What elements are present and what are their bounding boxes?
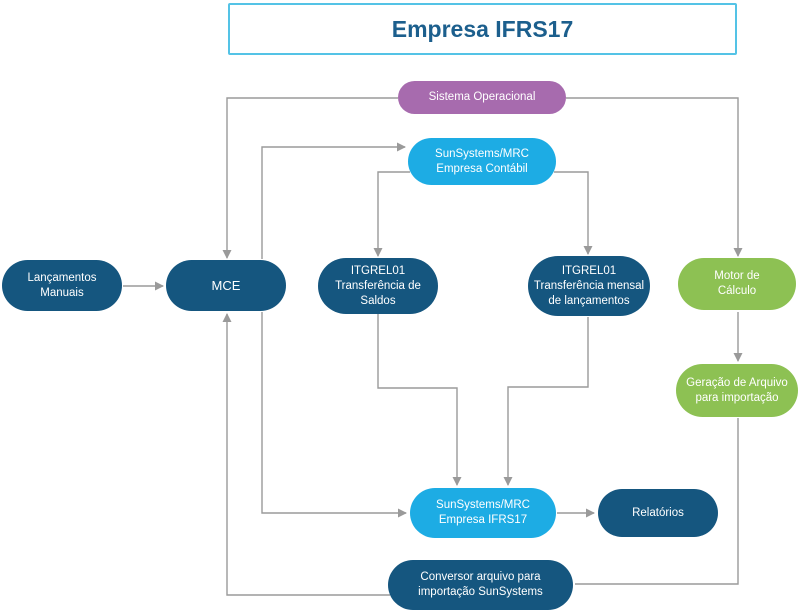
node-conversor-arquivo: Conversor arquivo para importação SunSys… xyxy=(388,560,573,610)
edge-mce-to-ifrs17 xyxy=(261,312,407,518)
node-label: SunSystems/MRC Empresa IFRS17 xyxy=(436,499,530,526)
node-itgrel01-transferencia-saldos: ITGREL01 Transferência de Saldos xyxy=(318,258,438,314)
node-label: Conversor arquivo para importação SunSys… xyxy=(418,571,543,598)
edge-mce-to-contabil xyxy=(261,142,406,259)
edge-sistema-to-mce xyxy=(222,97,398,259)
node-itgrel01-transferencia-mensal: ITGREL01 Transferência mensal de lançame… xyxy=(528,256,650,316)
diagram-title: Empresa IFRS17 xyxy=(391,15,574,42)
edge-conversor-to-mce xyxy=(222,313,390,596)
node-motor-de-calculo: Motor de Cálculo xyxy=(678,258,796,310)
node-label: ITGREL01 Transferência mensal de lançame… xyxy=(533,264,645,307)
edge-mensal-to-ifrs17 xyxy=(503,317,589,486)
node-sistema-operacional: Sistema Operacional xyxy=(398,81,566,114)
node-mce: MCE xyxy=(166,260,286,311)
node-lancamentos-manuais: Lançamentos Manuais xyxy=(2,260,122,311)
node-label: Relatórios xyxy=(632,506,684,519)
node-label: Geração de Arquivo para importação xyxy=(686,376,788,404)
node-relatorios: Relatórios xyxy=(598,489,718,537)
node-sunsystems-mrc-empresa-contabil: SunSystems/MRC Empresa Contábil xyxy=(408,138,556,185)
node-label: Motor de Cálculo xyxy=(714,270,760,297)
edge-saldos-to-ifrs17 xyxy=(377,314,462,486)
diagram-title-box: Empresa IFRS17 xyxy=(228,3,737,55)
node-geracao-de-arquivo: Geração de Arquivo para importação xyxy=(676,364,798,417)
node-label: SunSystems/MRC Empresa Contábil xyxy=(435,147,529,175)
edge-contabil-to-saldos xyxy=(373,171,410,257)
edge-contabil-to-mensal xyxy=(554,171,593,255)
node-label: ITGREL01 Transferência de Saldos xyxy=(335,264,421,307)
node-label: MCE xyxy=(211,278,241,293)
node-label: Lançamentos Manuais xyxy=(27,271,97,299)
edge-geracao-to-conversor xyxy=(575,418,739,585)
edge-sistema-to-motor xyxy=(566,97,743,257)
node-label: Sistema Operacional xyxy=(428,91,536,103)
node-sunsystems-mrc-empresa-ifrs17: SunSystems/MRC Empresa IFRS17 xyxy=(410,488,556,538)
